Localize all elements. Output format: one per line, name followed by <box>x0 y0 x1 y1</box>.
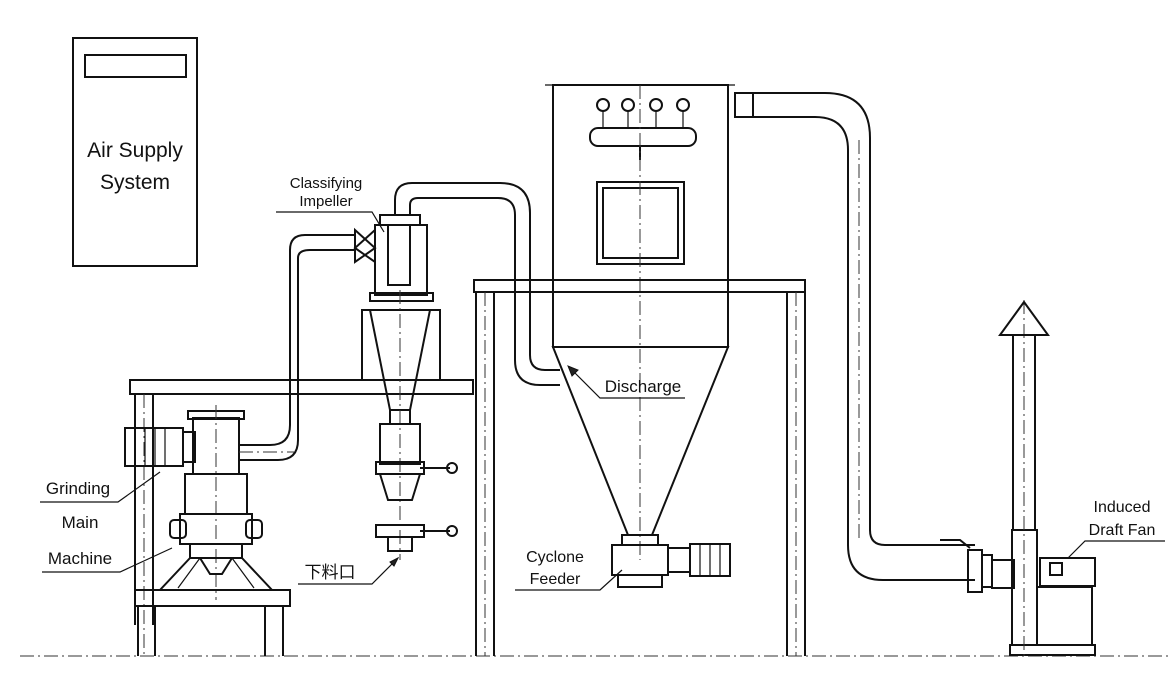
main-machine-leader <box>42 547 173 573</box>
machine-label: Machine <box>48 549 112 568</box>
grinding-leader <box>40 471 161 503</box>
left-platform <box>129 379 474 656</box>
classifying-impeller-label-line1: Classifying <box>290 175 363 192</box>
induced-draft-fan-label-line1: Induced <box>1094 499 1151 516</box>
grinding-main-machine <box>124 405 275 600</box>
cyclone-feeder <box>611 534 731 588</box>
discharge-label: Discharge <box>605 377 682 396</box>
classifier <box>353 214 458 560</box>
air-supply-label-line1: Air Supply <box>87 139 183 162</box>
main-label: Main <box>62 513 99 532</box>
classifying-impeller-leader <box>276 211 385 233</box>
air-supply-label-line2: System <box>100 171 170 194</box>
outlet-leader <box>298 557 399 585</box>
induced-draft-fan-label-line2: Draft Fan <box>1089 522 1156 539</box>
pipe-cyclone-to-fan <box>734 92 975 581</box>
pipe-classifier-to-cyclone <box>394 182 560 386</box>
grinding-label: Grinding <box>46 479 110 498</box>
cyclone-feeder-label-line1: Cyclone <box>526 549 584 566</box>
cyclone-feeder-leader <box>515 569 623 591</box>
pipe-grinder-to-classifier <box>239 234 355 461</box>
outlet-cn-label: 下料口 <box>305 563 356 582</box>
induced-draft-fan-leader <box>1067 540 1165 559</box>
cyclone-feeder-label-line2: Feeder <box>530 571 581 588</box>
cyclone-support-frame <box>473 279 806 656</box>
classifying-impeller-label-line2: Impeller <box>299 193 352 210</box>
air-supply-cabinet: Air Supply System <box>72 37 198 267</box>
discharge-leader <box>569 367 685 399</box>
induced-draft-fan <box>935 300 1096 656</box>
cyclone-collector <box>545 84 735 560</box>
